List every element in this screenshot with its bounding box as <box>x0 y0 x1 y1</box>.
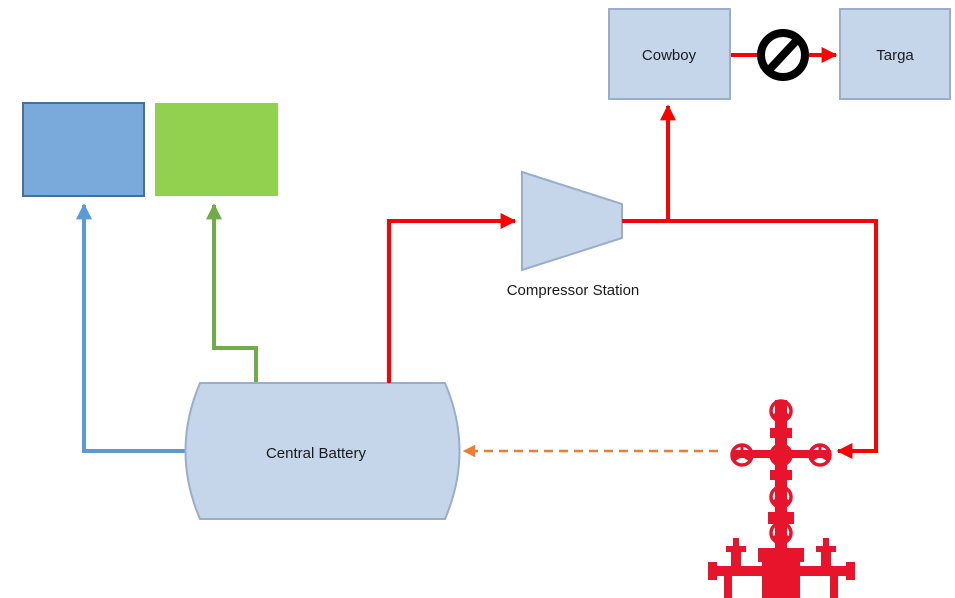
central-battery-node: Central Battery <box>184 382 461 520</box>
central-battery-label: Central Battery <box>266 445 367 462</box>
cowboy-label: Cowboy <box>642 47 697 64</box>
battery-to-compressor-line <box>387 213 517 383</box>
water-tank-node <box>155 103 278 196</box>
compressor-station-node: Compressor Station <box>507 170 640 299</box>
battery-to-water-tank-line <box>206 203 258 384</box>
no-entry-icon <box>757 29 809 81</box>
targa-node: Targa <box>839 8 951 100</box>
compressor-station-label: Compressor Station <box>507 282 640 299</box>
battery-to-oil-tank-line <box>76 203 189 453</box>
oil-tank-node <box>22 102 145 197</box>
targa-label: Targa <box>876 47 914 64</box>
cowboy-node: Cowboy <box>608 8 731 100</box>
wellhead-icon <box>708 399 855 598</box>
compressor-to-wellhead-line <box>622 219 878 459</box>
